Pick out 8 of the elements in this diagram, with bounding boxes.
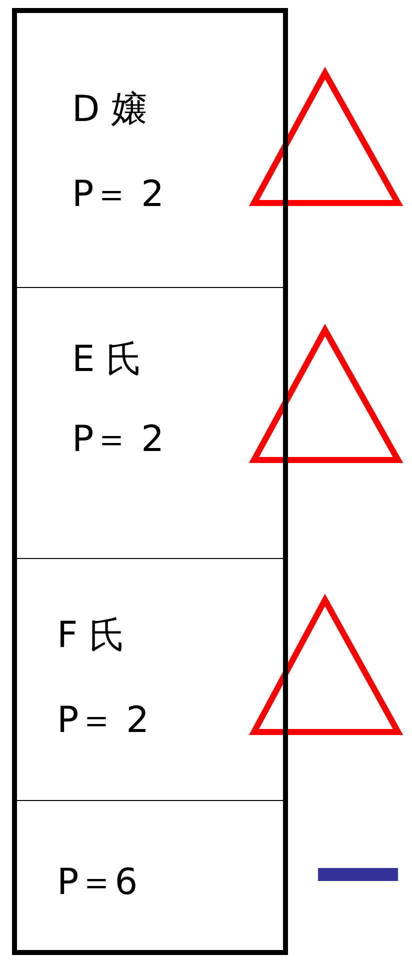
score-text: P＝ 2 [57, 699, 150, 743]
person-label: E 氏 [72, 338, 142, 382]
table-frame [12, 8, 288, 955]
score-text: P＝6 [57, 861, 138, 905]
person-label: F 氏 [57, 614, 126, 658]
score-text: P＝ 2 [72, 418, 164, 462]
person-label: D 嬢 [72, 88, 148, 132]
score-text: P＝ 2 [72, 173, 164, 217]
